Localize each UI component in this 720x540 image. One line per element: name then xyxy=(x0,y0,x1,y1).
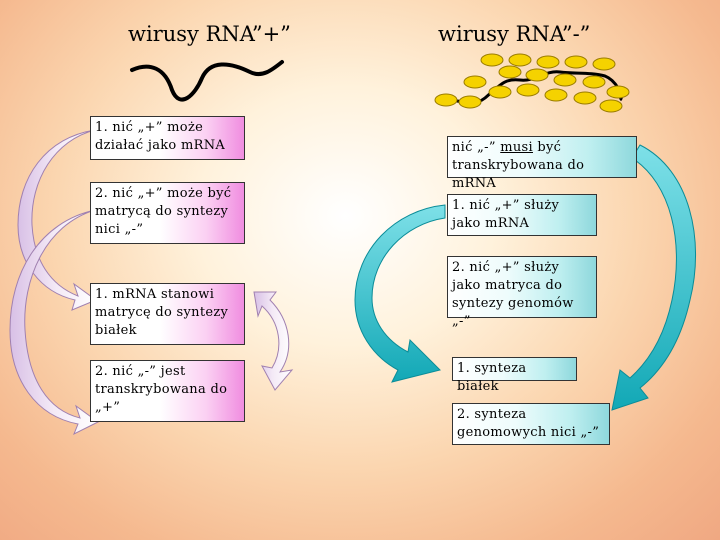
left-curved-arrow-upper xyxy=(17,129,98,311)
left-box-4: 2. nić „-” jest transkrybowana do „+” xyxy=(90,360,245,422)
right-box-1-text-pre: nić „-” xyxy=(452,140,501,155)
right-box-1-text-emphasis: musi xyxy=(500,140,533,155)
right-box-2: 1. nić „+” służy jako mRNA xyxy=(447,194,597,236)
title-positive-rna-viruses: wirusy RNA”+” xyxy=(128,22,291,46)
left-box-1: 1. nić „+” może działać jako mRNA xyxy=(90,116,245,160)
left-curved-arrow-lower xyxy=(9,209,99,436)
right-box-3: 2. nić „+” służy jako matryca do syntezy… xyxy=(447,256,597,329)
positive-rna-strand xyxy=(130,60,284,102)
right-teal-arrow-left xyxy=(354,204,446,383)
right-box-5: 2. synteza genomowych nici „-” xyxy=(452,403,610,445)
right-box-4: 1. synteza białek xyxy=(452,357,577,394)
left-box-2: 2. nić „+” może być matrycą do syntezy n… xyxy=(90,182,245,244)
right-box-1: nić „-” musi być transkrybowana do mRNA xyxy=(447,136,637,191)
middle-curved-arrow xyxy=(253,291,294,391)
negative-rna-nucleocapsid xyxy=(434,53,630,113)
left-box-3: 1. mRNA stanowi matrycę do syntezy białe… xyxy=(90,283,245,345)
title-negative-rna-viruses: wirusy RNA”-” xyxy=(438,22,591,46)
right-teal-arrow-right xyxy=(611,144,696,411)
right-box-1-text-post: być transkrybowana do mRNA xyxy=(452,140,585,191)
